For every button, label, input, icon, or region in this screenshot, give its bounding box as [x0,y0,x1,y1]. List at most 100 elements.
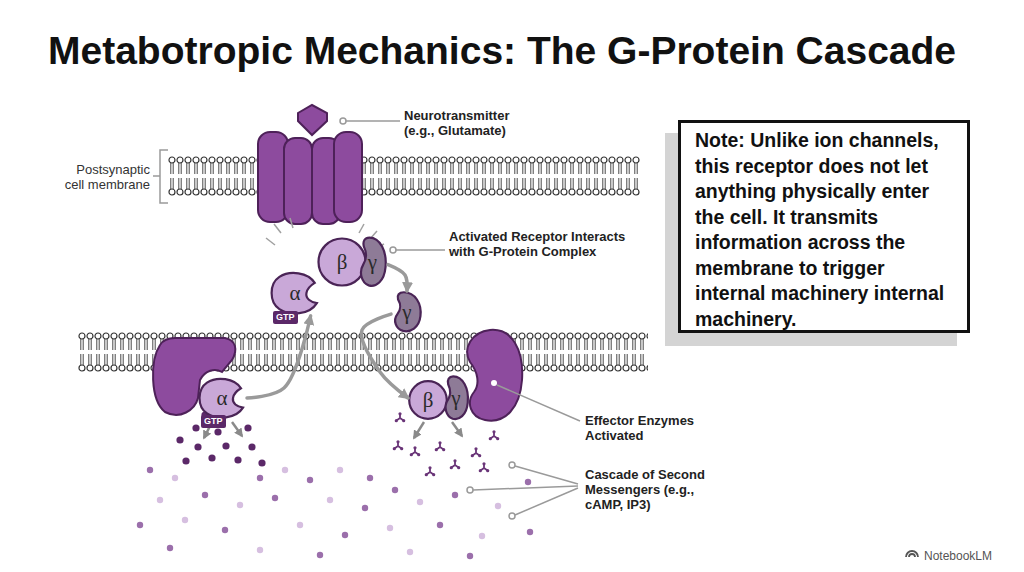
beta-subunit: β [408,380,448,420]
gamma-subunit: γ [391,291,423,333]
leader-dot [467,487,473,493]
gamma-subunit-shape [446,376,468,419]
flow-arrow [388,265,407,291]
leader-line [497,385,580,421]
leader-line [396,249,445,251]
leader-dot [491,380,497,386]
membrane-label: Postsynaptic cell membrane [58,162,150,192]
messenger-dot [234,456,241,463]
messenger-dot [407,549,413,555]
messenger-label: Cascade of Second Messengers (e.g., cAMP… [585,467,709,512]
watermark-icon [909,554,915,557]
subunit-letter: α [216,388,227,409]
messenger-dot [182,517,188,523]
receptor-protein [153,338,235,415]
messenger-dot [237,502,243,508]
leader-line [515,488,578,515]
activation-spark [290,218,293,228]
note-text: Note: Unlike ion channels, this receptor… [695,128,953,332]
messenger-dot [342,532,348,538]
messenger-dot [182,457,189,464]
messenger-dot [479,533,485,539]
messenger-dot [137,522,143,528]
alpha-subunit: αGTP [197,376,247,420]
gtp-badge: GTP [273,311,298,324]
lipid-bilayer [168,156,640,196]
subunit-letter: γ [451,388,460,409]
alpha-subunit: αGTP [269,270,321,316]
messenger-molecule [450,459,461,469]
flow-arrow [361,314,408,398]
flow-arrow [247,316,311,398]
beta-subunit: β [317,237,367,287]
messenger-dot [387,525,393,531]
activation-spark [359,224,364,233]
effector-enzyme [467,330,522,421]
messenger-dot [467,553,473,559]
gamma-subunit-shape [395,292,421,331]
leader-line [515,466,578,484]
messenger-dot [147,467,153,473]
messenger-dot [317,552,323,558]
subunit-letter: α [289,283,300,304]
messenger-dot [362,505,368,511]
messenger-molecule [393,440,404,450]
gamma-subunit: γ [357,236,388,288]
diagram-title: Metabotropic Mechanics: The G-Protein Ca… [48,31,956,70]
leader-line [346,120,400,122]
messenger-molecule [489,430,500,440]
messenger-dot [272,495,278,501]
neurotransmitter-label: Neurotransmitter (e.g., Glutamate) [404,108,529,138]
messenger-molecule [471,447,482,457]
messenger-dot [202,492,208,498]
leader-dot [390,247,396,253]
alpha-subunit-shape [272,273,317,313]
receptor-lobe [334,132,362,222]
messenger-dot [222,442,229,449]
leader-line [473,486,578,490]
watermark: NotebookLM [924,549,992,564]
subunit-letter: β [423,390,434,411]
beta-subunit-shape [409,381,447,419]
messenger-dot [527,529,533,535]
release-arrow [232,422,242,436]
messenger-molecule [435,441,446,451]
messenger-dot [257,475,263,481]
messenger-dot [307,477,313,483]
activation-spark [266,238,275,245]
messenger-dot [244,424,251,431]
messenger-dot [282,467,288,473]
receptor-lobe [284,138,312,224]
messenger-dot [157,497,163,503]
messenger-dot [194,443,201,450]
messenger-molecule [395,412,406,422]
release-arrow [414,422,424,438]
messenger-dot [392,487,398,493]
messenger-dot [248,443,255,450]
messenger-dot [222,527,228,533]
messenger-dot [297,522,303,528]
leader-dot [340,118,346,124]
receptor-label: Activated Receptor Interacts with G-Prot… [449,229,629,259]
messenger-molecule [479,462,490,472]
messenger-dot [208,454,215,461]
messenger-dot [495,503,501,509]
messenger-dot [437,522,443,528]
messenger-dot [452,492,458,498]
neurotransmitter-ligand [298,105,327,135]
release-arrow [452,422,462,436]
messenger-dot [367,475,373,481]
messenger-dot [258,459,265,466]
effector-label: Effector Enzymes Activated [585,413,715,443]
messenger-dot [214,428,221,435]
alpha-subunit-shape [200,379,244,418]
gtp-badge: GTP [201,415,226,428]
leader-dot [509,513,515,519]
watermark-icon [906,551,918,557]
messenger-dot [172,475,178,481]
messenger-dot [167,545,173,551]
messenger-molecule [410,446,421,456]
beta-subunit-shape [319,238,366,285]
gamma-subunit-shape [361,238,386,286]
activation-spark [274,224,281,233]
